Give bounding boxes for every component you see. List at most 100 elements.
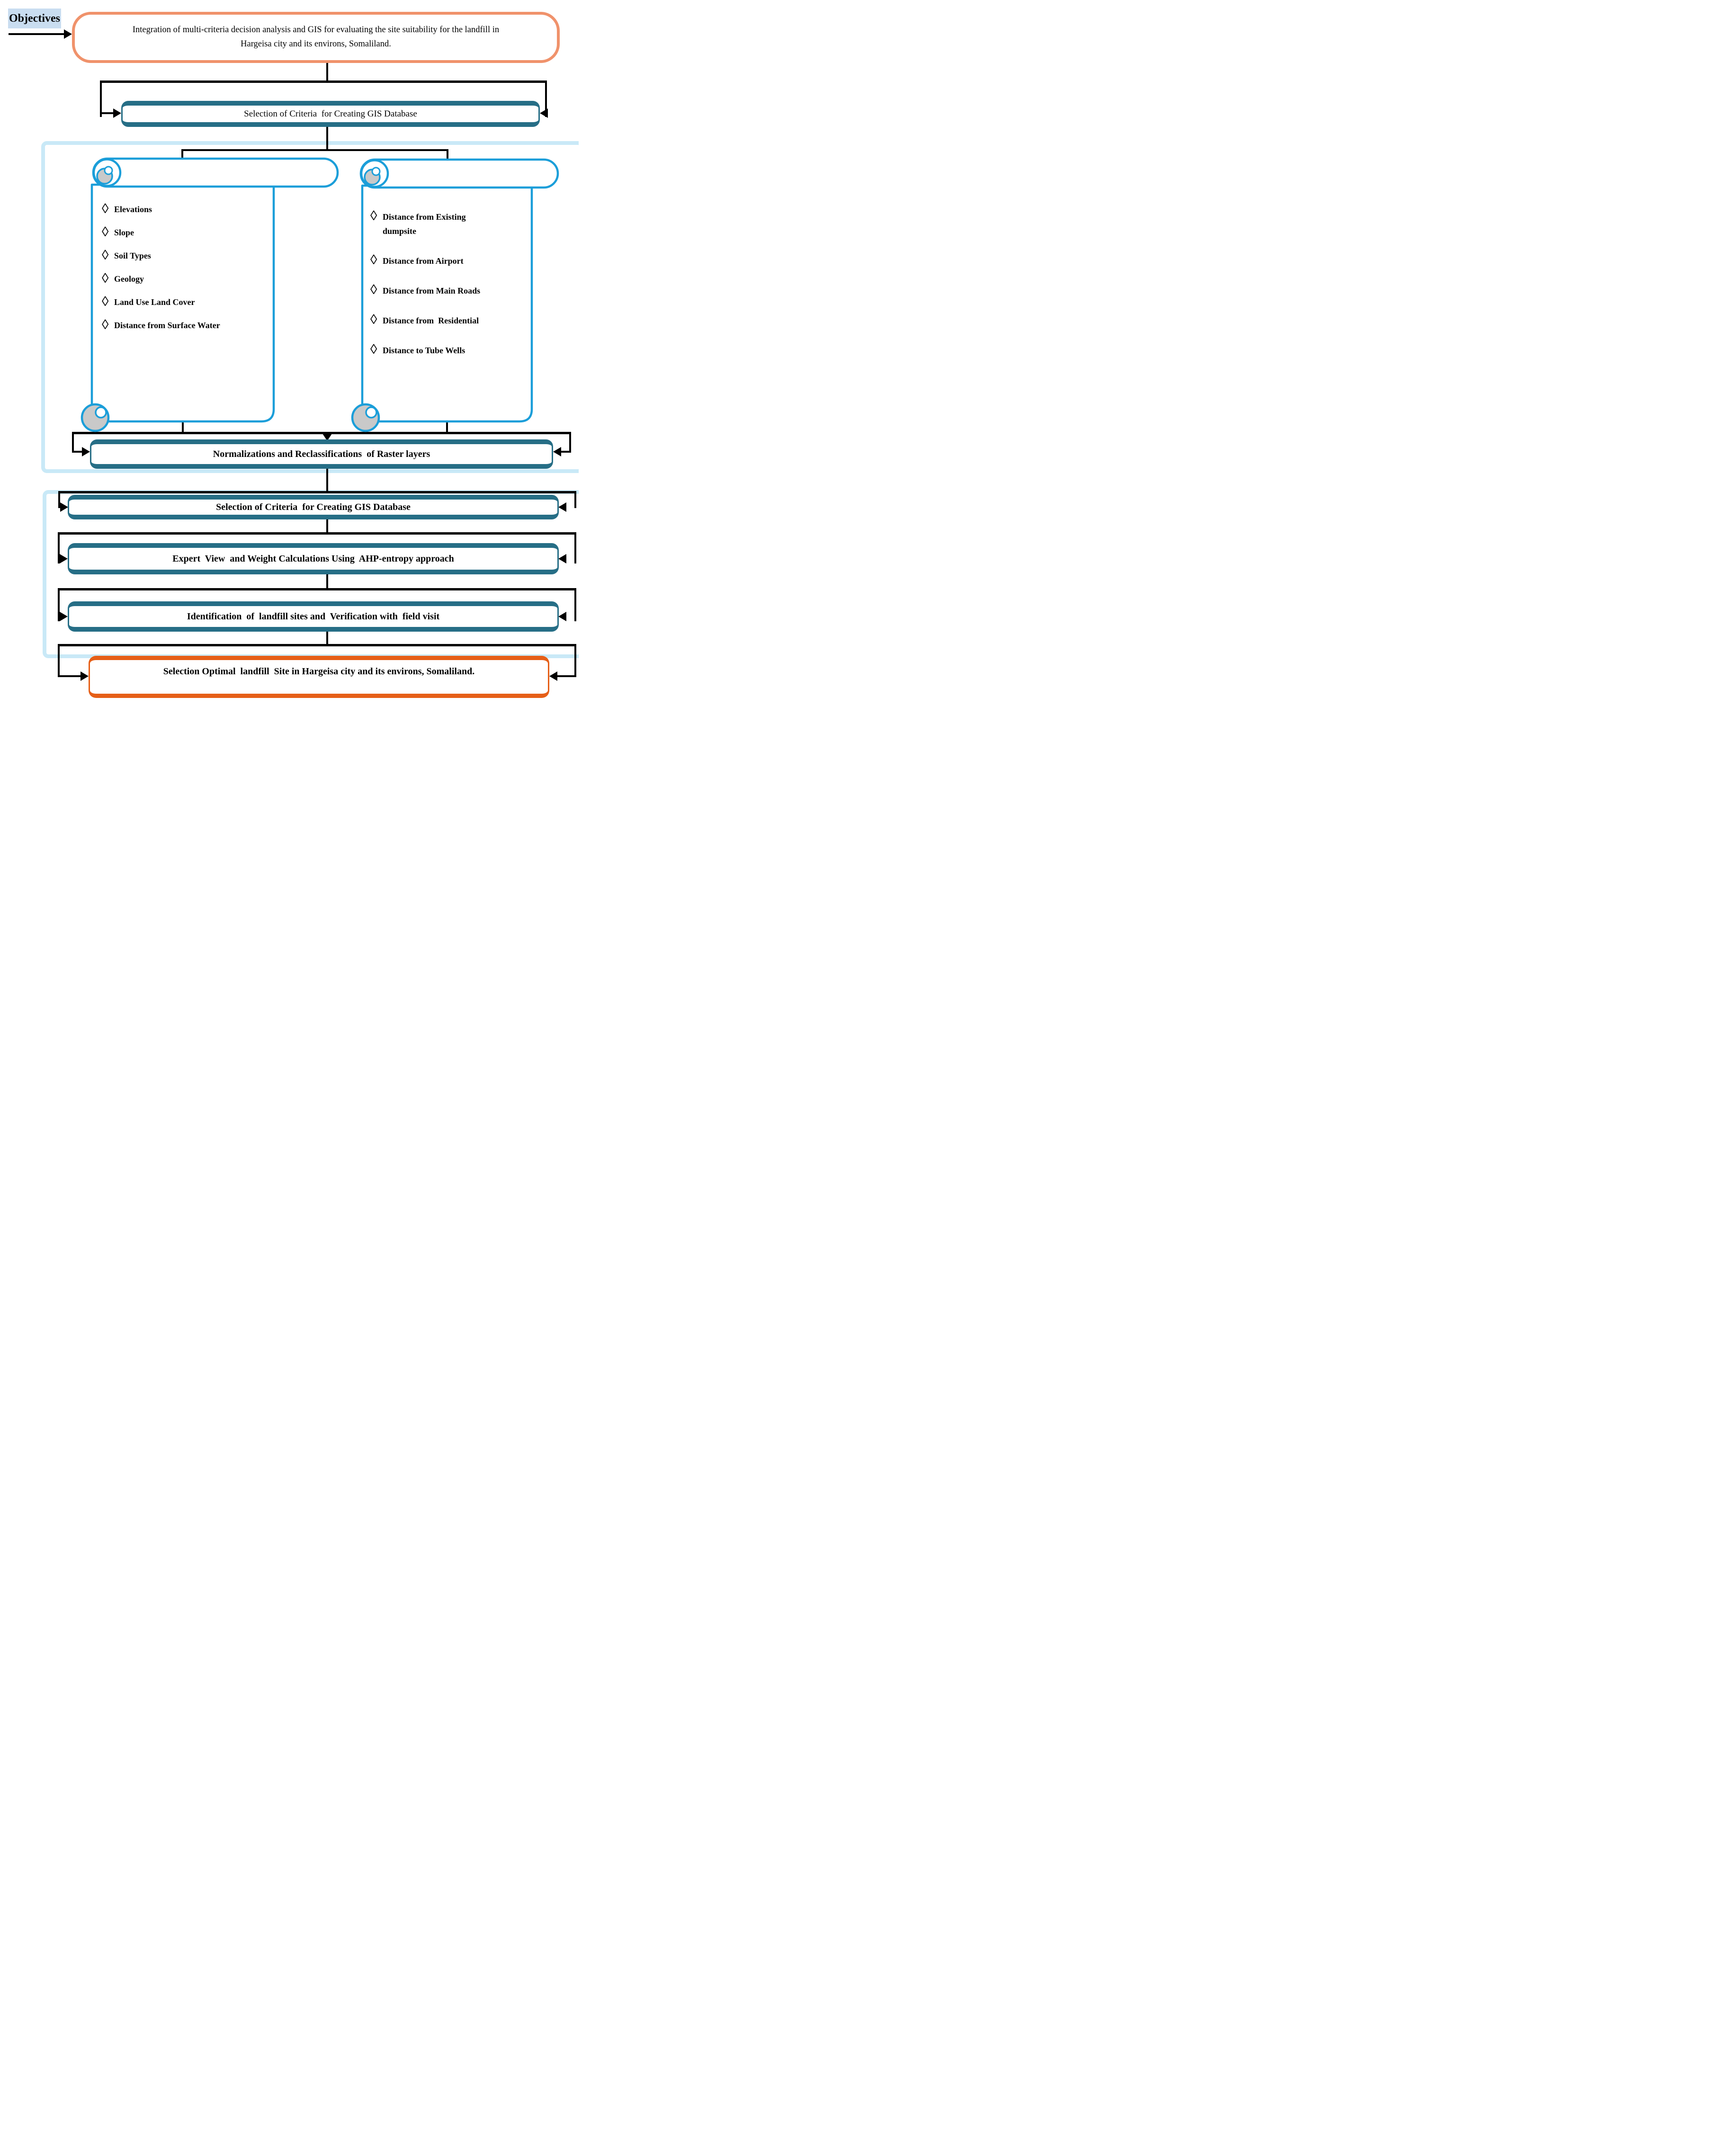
diamond-bullet-icon bbox=[102, 320, 114, 330]
criterion-label: Distance from Main Roads bbox=[383, 286, 481, 295]
right-scroll-shape bbox=[351, 158, 559, 432]
left-scroll-tube bbox=[92, 157, 339, 188]
junction6-right-drop bbox=[574, 644, 576, 677]
left-scroll-shape bbox=[81, 157, 339, 432]
junction2-left-stub bbox=[72, 451, 84, 453]
diamond-bullet-icon bbox=[102, 273, 114, 284]
normalization-label: Normalizations and Reclassifications of … bbox=[213, 448, 430, 459]
left-scroll-drop bbox=[181, 149, 183, 161]
right-scroll-body bbox=[361, 184, 533, 423]
criteria-selection-box: Selection of Criteria for Creating GIS D… bbox=[121, 101, 540, 127]
criterion-label: Land Use Land Cover bbox=[114, 297, 195, 307]
criterion-label: Distance to Tube Wells bbox=[383, 346, 465, 355]
expert-weights-label: Expert View and Weight Calculations Usin… bbox=[172, 553, 454, 564]
junction2-left-arrowhead-icon bbox=[82, 447, 90, 456]
right-scroll-out-drop bbox=[446, 420, 448, 433]
criteria-group-frame bbox=[41, 141, 579, 473]
junction3-right-arrowhead-icon bbox=[558, 502, 566, 512]
connector-spine-3 bbox=[326, 469, 328, 491]
left-scroll-roll-hole bbox=[104, 166, 113, 175]
junction2-center-arrowhead-icon bbox=[322, 434, 332, 441]
objective-box: Integration of multi-criteria decision a… bbox=[72, 12, 560, 63]
diamond-bullet-icon bbox=[370, 343, 383, 356]
junction2-right-drop bbox=[569, 432, 571, 453]
diamond-bullet-icon bbox=[102, 296, 114, 307]
junction5-left-arrowhead-icon bbox=[60, 612, 68, 621]
criteria-selection-2-label: Selection of Criteria for Creating GIS D… bbox=[216, 501, 411, 512]
junction-line-1 bbox=[100, 80, 547, 83]
diamond-bullet-icon bbox=[370, 210, 383, 223]
junction4-right-arrowhead-icon bbox=[558, 554, 566, 563]
diamond-bullet-icon bbox=[102, 227, 114, 237]
list-item: Slope bbox=[102, 227, 272, 239]
junction6-right-stub bbox=[555, 675, 576, 677]
junction2-right-arrowhead-icon bbox=[553, 447, 561, 456]
right-scroll-drop bbox=[447, 149, 448, 161]
criterion-label: Slope bbox=[114, 228, 134, 237]
left-scroll-body bbox=[90, 183, 275, 423]
objectives-arrow-line bbox=[9, 33, 65, 35]
junction1-left-stub bbox=[100, 112, 115, 114]
criterion-label: Distance from Surface Water bbox=[114, 321, 220, 330]
junction6-left-stub bbox=[58, 675, 82, 677]
junction6-left-drop bbox=[58, 644, 60, 677]
final-selection-label: Selection Optimal landfill Site in Harge… bbox=[163, 666, 475, 677]
right-scroll-bottom-curl-hole bbox=[365, 406, 377, 419]
criteria-selection-label: Selection of Criteria for Creating GIS D… bbox=[244, 108, 417, 119]
connector-spine-2 bbox=[326, 127, 328, 149]
junction-line-4 bbox=[58, 532, 576, 535]
criteria-selection-box-2: Selection of Criteria for Creating GIS D… bbox=[68, 495, 559, 519]
proximity-criteria-list: Distance from Existing dumpsite Distance… bbox=[370, 210, 527, 373]
list-item: Distance from Main Roads bbox=[370, 284, 527, 298]
list-item: Distance from Airport bbox=[370, 254, 527, 268]
right-scroll-roll-hole bbox=[371, 167, 381, 176]
junction5-right-arrowhead-icon bbox=[558, 612, 566, 621]
junction-line-3 bbox=[58, 491, 576, 493]
diamond-bullet-icon bbox=[370, 284, 383, 296]
connector-spine-4 bbox=[326, 519, 328, 532]
junction1-left-drop bbox=[100, 80, 102, 117]
left-scroll-out-drop bbox=[182, 420, 184, 433]
flowchart-page: Objectives Integration of multi-criteria… bbox=[0, 0, 579, 712]
list-item: Distance from Surface Water bbox=[102, 320, 272, 331]
objectives-arrowhead-icon bbox=[64, 29, 72, 39]
criterion-label: Geology bbox=[114, 274, 144, 284]
list-item: Distance from Existing dumpsite bbox=[370, 210, 527, 238]
junction3-right-drop bbox=[574, 491, 576, 508]
junction4-left-arrowhead-icon bbox=[60, 554, 68, 563]
criterion-label: Distance from Airport bbox=[383, 256, 464, 266]
scroll-split-line bbox=[181, 149, 447, 151]
objectives-text: Objectives bbox=[9, 12, 60, 25]
expert-weights-box: Expert View and Weight Calculations Usin… bbox=[68, 543, 559, 574]
junction1-right-drop bbox=[545, 80, 547, 117]
final-selection-box: Selection Optimal landfill Site in Harge… bbox=[89, 656, 549, 698]
junction6-right-arrowhead-icon bbox=[549, 671, 557, 681]
criterion-label: Distance from Existing dumpsite bbox=[383, 212, 468, 236]
normalization-box: Normalizations and Reclassifications of … bbox=[90, 439, 553, 469]
objective-text: Integration of multi-criteria decision a… bbox=[132, 25, 500, 49]
junction1-right-arrowhead-icon bbox=[540, 108, 548, 118]
diamond-bullet-icon bbox=[370, 254, 383, 267]
junction2-left-drop bbox=[72, 432, 74, 453]
junction3-left-arrowhead-icon bbox=[60, 502, 68, 512]
junction5-right-drop bbox=[574, 588, 576, 621]
junction1-left-arrowhead-icon bbox=[113, 108, 121, 118]
connector-spine-1 bbox=[326, 63, 328, 81]
connector-spine-6 bbox=[326, 632, 328, 644]
left-scroll-bottom-curl-hole bbox=[95, 406, 107, 419]
connector-spine-5 bbox=[326, 574, 328, 588]
list-item: Geology bbox=[102, 273, 272, 285]
list-item: Distance from Residential bbox=[370, 313, 527, 328]
diamond-bullet-icon bbox=[102, 204, 114, 214]
diamond-bullet-icon bbox=[102, 250, 114, 260]
list-item: Land Use Land Cover bbox=[102, 296, 272, 308]
junction4-right-drop bbox=[574, 532, 576, 563]
list-item: Elevations bbox=[102, 204, 272, 215]
criterion-label: Elevations bbox=[114, 205, 152, 214]
criterion-label: Distance from Residential bbox=[383, 316, 479, 325]
criterion-label: Soil Types bbox=[114, 251, 151, 260]
junction-line-5 bbox=[58, 588, 576, 590]
junction5-left-drop bbox=[58, 588, 60, 621]
identification-box: Identification of landfill sites and Ver… bbox=[68, 601, 559, 632]
junction3-left-drop bbox=[58, 491, 60, 508]
